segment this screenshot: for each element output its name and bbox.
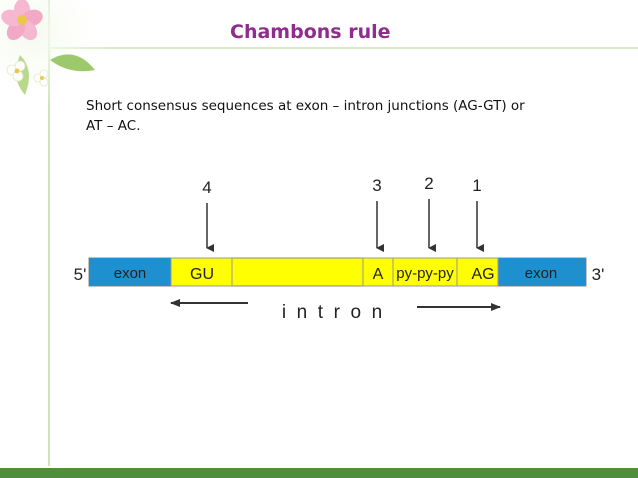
five-prime-label: 5' [74,265,87,284]
body-text-line-1: Short consensus sequences at exon – intr… [86,98,525,114]
bottom-accent-band [0,468,638,478]
exon-left-block [89,258,171,286]
arrow-label-3: 3 [372,176,381,195]
pypy-label: py-py-py [396,265,454,282]
decorative-top-line [48,47,638,49]
three-prime-label: 3' [592,265,605,284]
exon-left-label: exon [114,265,147,282]
slide-title: Chambons rule [230,21,391,43]
body-text-line-2: AT – AC. [86,118,141,134]
a-label: A [373,266,384,283]
slide-body-text: Short consensus sequences at exon – intr… [86,96,606,136]
ag-label: AG [471,266,494,283]
gu-label: GU [190,266,214,283]
decorative-vertical-line [48,0,50,466]
arrow-label-4: 4 [202,178,211,197]
arrow-label-1: 1 [472,176,481,195]
exon-right-label: exon [525,265,558,282]
arrow-label-2: 2 [424,174,433,193]
flower-decoration [0,0,110,110]
intron-label: i n t r o n [282,302,382,323]
exon-right-block [498,258,586,286]
